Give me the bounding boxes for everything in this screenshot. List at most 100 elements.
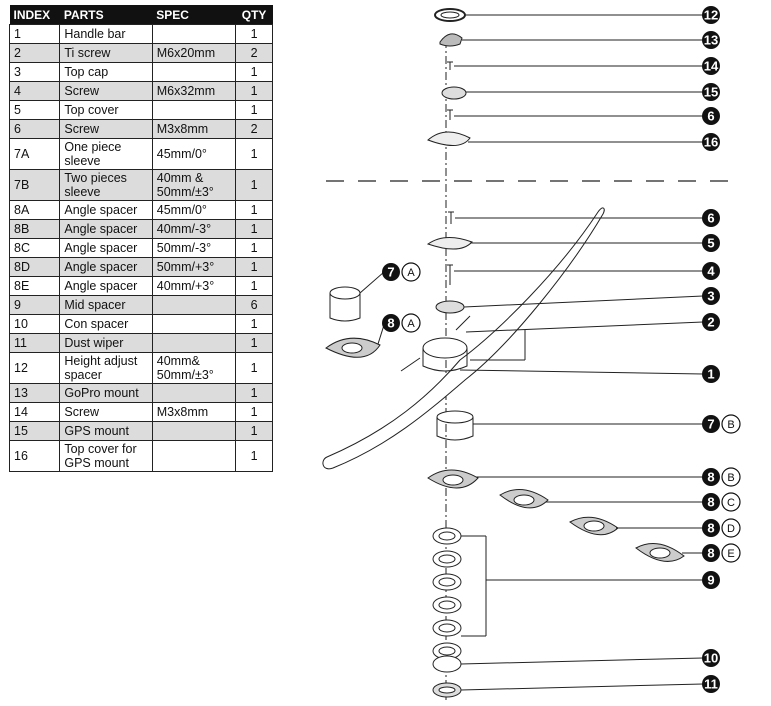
- callout-3-label: 3: [707, 289, 714, 304]
- callout-5: 5: [702, 234, 720, 252]
- callout-3: 3: [702, 287, 720, 305]
- callout-8b-label: 8: [707, 470, 714, 485]
- callout-5-label: 5: [707, 236, 714, 251]
- cell-part: Angle spacer: [59, 276, 153, 296]
- callout-11-label: 11: [704, 677, 718, 692]
- header-spec: SPEC: [152, 5, 236, 25]
- cell-spec: 40mm/-3°: [151, 219, 237, 239]
- cell-index: 14: [8, 402, 61, 422]
- callout-13: 13: [702, 31, 720, 49]
- cell-spec: [151, 295, 237, 315]
- part-15-gps: [441, 86, 467, 100]
- callout-10: 10: [702, 649, 720, 667]
- cell-qty: 2: [235, 119, 273, 139]
- cell-index: 7A: [8, 138, 61, 170]
- cell-qty: 1: [235, 257, 273, 277]
- part-8a-hole: [341, 342, 363, 354]
- part-12-spacer: [434, 8, 466, 22]
- cell-part: One piece sleeve: [59, 138, 153, 170]
- part-5-top-cover: [426, 237, 473, 250]
- cell-qty: 6: [235, 295, 273, 315]
- cell-part: GoPro mount: [59, 383, 153, 403]
- part-16-cover: [427, 131, 471, 146]
- callout-8d-label: 8: [707, 521, 714, 536]
- part-8b-hole: [442, 474, 464, 486]
- cell-part: Mid spacer: [59, 295, 153, 315]
- cell-part: Screw: [59, 119, 153, 139]
- part-6-screw-top: [447, 109, 453, 120]
- callout-12-label: 12: [704, 8, 718, 23]
- callout-6: 6: [702, 209, 720, 227]
- part-11-dust-wiper-inner: [438, 686, 456, 694]
- callout-2-label: 2: [707, 315, 714, 330]
- cell-index: 8B: [8, 219, 61, 239]
- header-qty: QTY: [235, 5, 273, 25]
- callout-7a-label: 7: [387, 265, 394, 280]
- callout-7b-label: 7: [707, 417, 714, 432]
- cell-spec: M6x20mm: [151, 43, 237, 63]
- cell-spec: [151, 440, 237, 472]
- leader-lines: [359, 14, 704, 691]
- cell-part: Angle spacer: [59, 238, 153, 258]
- cell-index: 16: [8, 440, 61, 472]
- callout-14-label: 14: [704, 59, 719, 74]
- part-7b-sleeve-top: [436, 410, 474, 424]
- part-14-screw: [447, 61, 453, 70]
- cell-qty: 1: [235, 169, 273, 201]
- part-8c-hole: [513, 494, 535, 506]
- part-7a-sleeve-top: [329, 286, 361, 300]
- cell-index: 10: [8, 314, 61, 334]
- callout-8b-letter: B: [727, 472, 734, 484]
- callout-8c-letter: C: [727, 497, 735, 509]
- part-7a-sleeve: [329, 293, 361, 322]
- cell-spec: [151, 421, 237, 441]
- cell-spec: 40mm/+3°: [151, 276, 237, 296]
- part-8d-hole: [583, 520, 605, 532]
- stem-clamp: [422, 337, 468, 359]
- handlebar-part: [322, 207, 605, 470]
- cell-index: 4: [8, 81, 61, 101]
- cell-qty: 1: [235, 421, 273, 441]
- callout-9-label: 9: [707, 573, 714, 588]
- cell-spec: [151, 333, 237, 353]
- cell-qty: 1: [235, 383, 273, 403]
- callout-2: 2: [702, 313, 720, 331]
- callout-6-top: 6: [702, 107, 720, 125]
- header-index: INDEX: [9, 5, 60, 25]
- callout-9: 9: [702, 571, 720, 589]
- callout-6-label: 6: [707, 211, 714, 226]
- part-8e-hole: [649, 547, 671, 559]
- cell-qty: 1: [235, 81, 273, 101]
- cell-spec: 40mm & 50mm/±3°: [151, 169, 237, 201]
- callout-8e-letter: E: [727, 548, 734, 560]
- cell-part: GPS mount: [59, 421, 153, 441]
- callout-16-label: 16: [704, 135, 718, 150]
- cell-part: Dust wiper: [59, 333, 153, 353]
- callout-11: 11: [702, 675, 720, 693]
- part-6-screw: [448, 211, 454, 224]
- callout-4-label: 4: [707, 264, 715, 279]
- callout-7b-letter: B: [727, 419, 734, 431]
- part-2-ti-screw: [400, 315, 471, 372]
- cell-qty: 1: [235, 440, 273, 472]
- cell-index: 12: [8, 352, 61, 384]
- cell-spec: 50mm/-3°: [151, 238, 237, 258]
- part-3-top-cap: [435, 300, 465, 314]
- part-12-spacer-inner: [440, 11, 460, 19]
